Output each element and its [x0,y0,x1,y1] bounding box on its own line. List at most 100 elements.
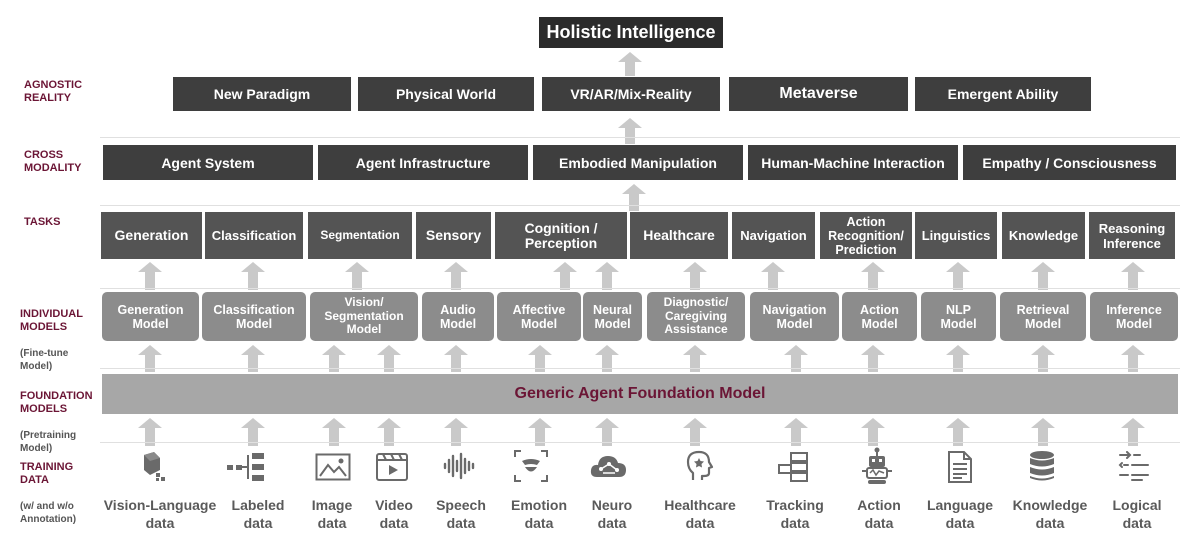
agnostic-box: VR/AR/Mix-Reality [542,77,720,111]
up-arrow [1031,418,1055,446]
task-box: Reasoning Inference [1089,212,1175,259]
up-arrow [528,345,552,372]
up-arrow [595,262,619,290]
holistic-intelligence-box: Holistic Intelligence [539,17,723,48]
up-arrow [444,345,468,372]
training-data-label: Labeled data [231,497,285,531]
cross-modality-box: Embodied Manipulation [533,145,743,180]
database-icon [1030,451,1054,481]
document-icon [948,451,972,483]
model-box: Classification Model [202,292,306,341]
agnostic-box: New Paradigm [173,77,351,111]
training-data-label: Knowledge data [1012,497,1088,531]
task-box: Navigation [732,212,815,259]
training-data-label: Vision-Language data [103,497,217,531]
up-arrow [1031,262,1055,290]
model-box: Diagnostic/ Caregiving Assistance [647,292,745,341]
training-data-label: Tracking data [766,497,824,531]
tracking-icon [778,452,808,482]
up-arrow [1121,345,1145,372]
up-arrow [1121,262,1145,290]
up-arrow [861,262,885,290]
task-box: Classification [205,212,303,259]
up-arrow [138,418,162,446]
robot-icon [862,447,892,484]
task-box: Action Recognition/ Prediction [820,212,912,259]
cube-icon [144,452,165,481]
head-icon [686,450,714,480]
up-arrow [761,262,785,290]
row-label-cross-modality: CROSS MODALITY [24,149,82,174]
up-arrow [138,345,162,372]
separator [100,442,1180,443]
up-arrow [444,262,468,290]
row-label-foundation-sub: (Pretraining Model) [20,430,77,454]
training-data-label: Logical data [1112,497,1162,531]
image-icon [315,453,351,481]
task-box: Generation [101,212,202,259]
up-arrow [784,418,808,446]
logic-icon [1118,451,1149,481]
model-box: Generation Model [102,292,199,341]
up-arrow [595,345,619,372]
training-data-label: Action data [857,497,901,531]
separator [100,368,1180,369]
cross-modality-box: Human-Machine Interaction [748,145,958,180]
foundation-model-box: Generic Agent Foundation Model [102,374,1178,414]
up-arrow [1121,418,1145,446]
model-box: Navigation Model [750,292,839,341]
up-arrow [618,118,642,144]
row-label-training-data: TRAINING DATA (w/ and w/o Annotation) [20,448,76,526]
model-box: Retrieval Model [1000,292,1086,341]
video-icon [376,453,408,481]
emotion-icon [514,450,548,482]
model-box: Audio Model [422,292,494,341]
up-arrow [241,262,265,290]
up-arrow [861,345,885,372]
up-arrow [683,262,707,290]
task-box: Healthcare [630,212,728,259]
up-arrow [1031,345,1055,372]
up-arrow [784,345,808,372]
row-label-agnostic-reality: AGNOSTIC REALITY [24,79,83,104]
model-box: Neural Model [583,292,642,341]
agnostic-box: Emergent Ability [915,77,1091,111]
up-arrow [622,184,646,211]
training-data-label: Emotion data [511,497,567,531]
up-arrow [683,345,707,372]
separator [100,137,1180,138]
up-arrow [528,418,552,446]
cross-modality-box: Agent Infrastructure [318,145,528,180]
training-data-label: Speech data [436,497,486,531]
model-box: NLP Model [921,292,996,341]
row-label-individual-title: INDIVIDUAL MODELS [20,308,83,333]
model-box: Inference Model [1090,292,1178,341]
up-arrow [553,262,577,290]
up-arrow [345,262,369,290]
cross-modality-box: Agent System [103,145,313,180]
training-data-label: Image data [311,497,353,531]
task-box: Sensory [416,212,491,259]
row-label-individual-models: INDIVIDUAL MODELS (Fine-tune Model) [20,295,83,373]
up-arrow [444,418,468,446]
row-label-individual-sub: (Fine-tune Model) [20,348,69,372]
model-box: Affective Model [497,292,581,341]
up-arrow [377,418,401,446]
task-box: Linguistics [915,212,997,259]
waveform-icon [443,452,475,480]
up-arrow [322,345,346,372]
up-arrow [946,418,970,446]
up-arrow [595,418,619,446]
brain-cloud-icon [590,456,626,477]
up-arrow [322,418,346,446]
training-data-label: Video data [375,497,413,531]
separator [100,205,1180,206]
up-arrow [618,52,642,76]
row-label-training-title: TRAINING DATA [20,461,74,486]
row-label-foundation-title: FOUNDATION MODELS [20,390,93,415]
row-label-tasks: TASKS [24,216,61,228]
separator [100,288,1180,289]
agnostic-box: Metaverse [729,77,908,111]
up-arrow [241,345,265,372]
